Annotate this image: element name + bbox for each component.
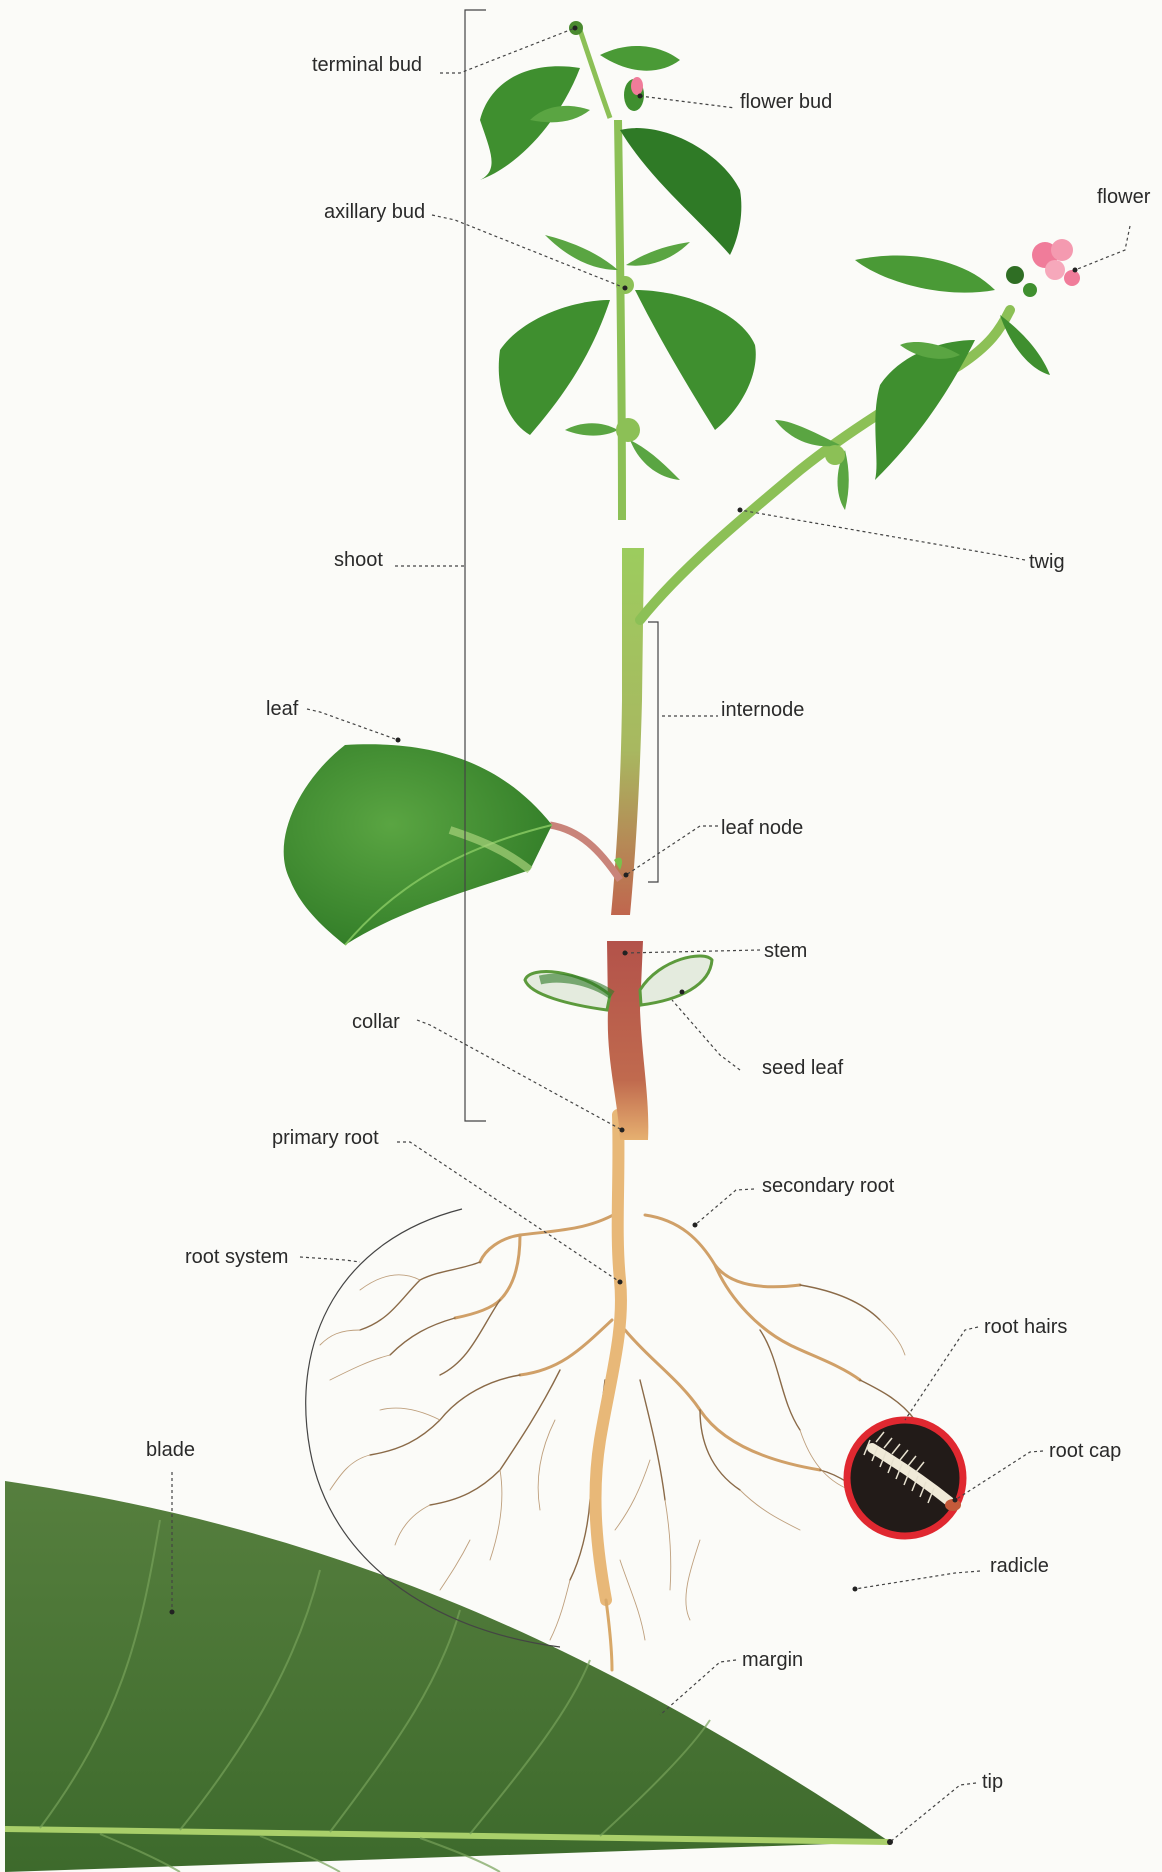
large-leaf (284, 744, 622, 945)
label-flower: flower (1097, 187, 1150, 207)
twig-foliage (775, 239, 1080, 510)
label-internode: internode (721, 700, 804, 720)
label-flower-bud: flower bud (740, 92, 832, 112)
label-root-cap: root cap (1049, 1441, 1121, 1461)
upper-shoot (480, 21, 756, 520)
root-hair-inset (847, 1420, 963, 1536)
blade-leaf (5, 1481, 890, 1872)
flower-head (1006, 239, 1080, 297)
label-collar: collar (352, 1012, 400, 1032)
label-stem: stem (764, 941, 807, 961)
label-primary-root: primary root (272, 1128, 379, 1148)
label-root-system: root system (185, 1247, 288, 1267)
label-seed-leaf: seed leaf (762, 1058, 843, 1078)
label-shoot: shoot (334, 550, 383, 570)
label-root-hairs: root hairs (984, 1317, 1067, 1337)
lower-stem (607, 941, 648, 1140)
label-axillary-bud: axillary bud (324, 202, 425, 222)
label-blade: blade (146, 1440, 195, 1460)
shoot-bracket (465, 10, 486, 1121)
label-terminal-bud: terminal bud (312, 55, 422, 75)
label-tip: tip (982, 1772, 1003, 1792)
label-secondary-root: secondary root (762, 1176, 894, 1196)
label-radicle: radicle (990, 1556, 1049, 1576)
label-leaf-node: leaf node (721, 818, 803, 838)
label-leaf: leaf (266, 699, 298, 719)
label-margin: margin (742, 1650, 803, 1670)
internode-bracket (648, 622, 658, 882)
label-twig: twig (1029, 552, 1065, 572)
